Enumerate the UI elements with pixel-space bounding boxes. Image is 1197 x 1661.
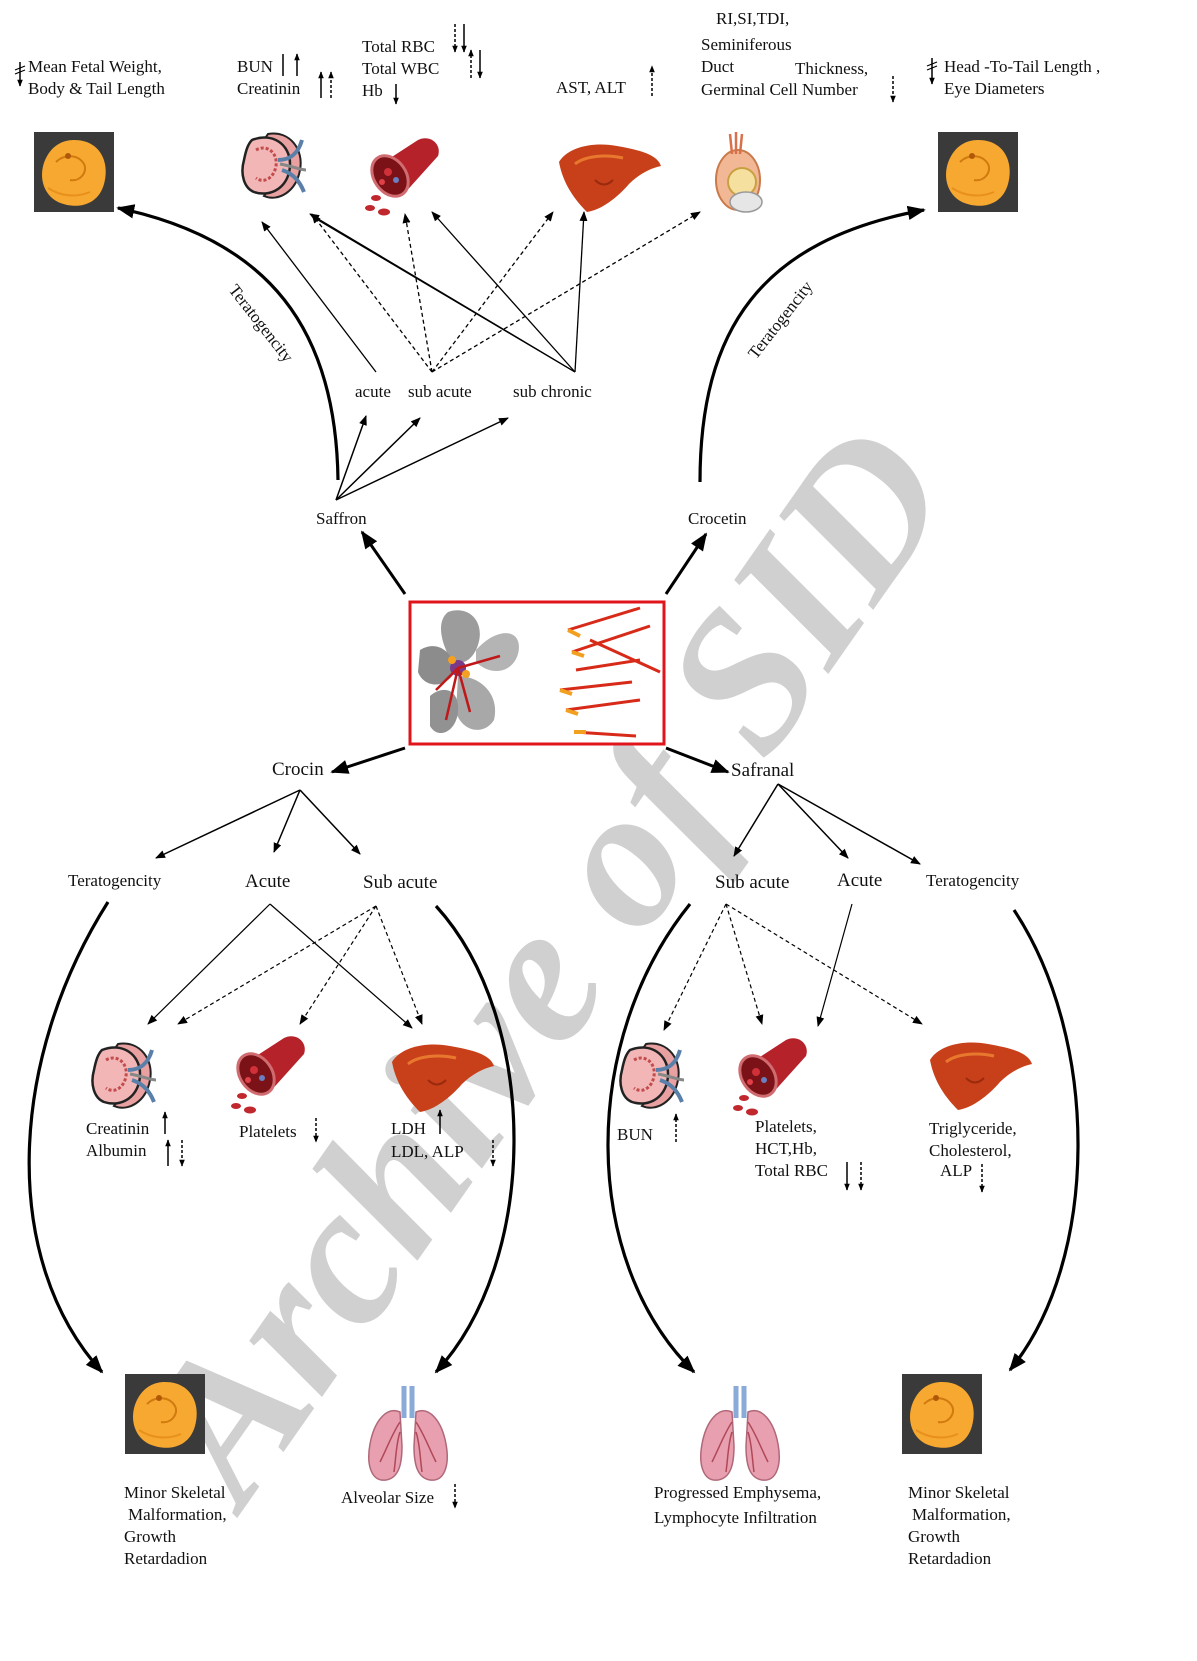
svg-text:LDH: LDH (391, 1119, 426, 1138)
testis-icon (716, 132, 762, 212)
liver-icon (559, 145, 661, 212)
svg-text:LDL, ALP: LDL, ALP (391, 1142, 464, 1161)
svg-text:Platelets,: Platelets, (755, 1117, 817, 1136)
svg-text:Malformation,: Malformation, (912, 1505, 1011, 1524)
svg-text:Thickness,: Thickness, (795, 59, 868, 78)
svg-text:Creatinin: Creatinin (86, 1119, 150, 1138)
crocin-lung-effects: Alveolar Size (341, 1484, 455, 1508)
fetus-icon (34, 132, 114, 212)
svg-text:AST, ALT: AST, ALT (556, 78, 627, 97)
safranal-liver-effects: Triglyceride, Cholesterol, ALP (929, 1119, 1017, 1192)
svg-text:RI,SI,TDI,: RI,SI,TDI, (716, 9, 789, 28)
svg-text:Cholesterol,: Cholesterol, (929, 1141, 1012, 1160)
safranal-teratogenicity-label: Teratogencity (926, 871, 1020, 890)
saffron-acute-arrows (262, 212, 700, 372)
safranal-blood-effects: Platelets, HCT,Hb, Total RBC (755, 1117, 861, 1190)
svg-text:Malformation,: Malformation, (128, 1505, 227, 1524)
lung-icon (369, 1386, 447, 1480)
svg-text:Mean Fetal Weight,: Mean Fetal Weight, (28, 57, 162, 76)
saffron-subchronic-label: sub chronic (513, 382, 592, 401)
fetus-icon (902, 1374, 982, 1454)
svg-text:Triglyceride,: Triglyceride, (929, 1119, 1017, 1138)
crocin-subacute-label: Sub acute (363, 872, 437, 893)
safranal-teratogenicity-arrow (1010, 910, 1078, 1370)
svg-text:Duct: Duct (701, 57, 734, 76)
svg-text:BUN: BUN (617, 1125, 653, 1144)
kidney-icon (620, 1043, 684, 1107)
crocin-kidney-effects: Creatinin Albumin (86, 1112, 182, 1166)
svg-text:Alveolar Size: Alveolar Size (341, 1488, 434, 1507)
svg-text:Growth: Growth (124, 1527, 176, 1546)
crocetin-label: Crocetin (688, 509, 747, 528)
svg-text:Growth: Growth (908, 1527, 960, 1546)
svg-text:Minor Skeletal: Minor Skeletal (908, 1483, 1010, 1502)
svg-text:Germinal Cell Number: Germinal Cell Number (701, 80, 858, 99)
svg-text:Retardadion: Retardadion (124, 1549, 208, 1568)
saffron-kidney-effects: BUN Creatinin (237, 54, 331, 98)
fetus-icon (938, 132, 1018, 212)
svg-text:Creatinin: Creatinin (237, 79, 301, 98)
blood-vessel-icon (230, 1036, 305, 1113)
kidney-icon (92, 1043, 156, 1107)
svg-text:Head -To-Tail Length ,: Head -To-Tail Length , (944, 57, 1100, 76)
fetus-icon (125, 1374, 205, 1454)
svg-text:Progressed Emphysema,: Progressed Emphysema, (654, 1483, 821, 1502)
crocin-fetal-effects: Minor Skeletal Malformation, Growth Reta… (124, 1483, 227, 1568)
lung-icon (701, 1386, 779, 1480)
safranal-kidney-effects: BUN (617, 1114, 676, 1144)
saffron-teratogenicity-arrow (118, 208, 338, 480)
saffron-subacute-label: sub acute (408, 382, 472, 401)
svg-text:Retardadion: Retardadion (908, 1549, 992, 1568)
svg-text:Total RBC: Total RBC (755, 1161, 828, 1180)
saffron-exposure-arrows (336, 416, 508, 500)
svg-text:BUN: BUN (237, 57, 273, 76)
saffron-flower-image (410, 602, 664, 744)
svg-text:Platelets: Platelets (239, 1122, 297, 1141)
svg-text:Minor Skeletal: Minor Skeletal (124, 1483, 226, 1502)
kidney-icon (242, 133, 306, 197)
crocetin-fetal-effects: Head -To-Tail Length , Eye Diameters (927, 57, 1100, 98)
saffron-label: Saffron (316, 509, 367, 528)
svg-text:Seminiferous: Seminiferous (701, 35, 792, 54)
liver-icon (930, 1043, 1032, 1110)
svg-text:Lymphocyte Infiltration: Lymphocyte Infiltration (654, 1508, 817, 1527)
crocin-label: Crocin (272, 759, 324, 780)
safranal-subacute-label: Sub acute (715, 872, 789, 893)
svg-text:HCT,Hb,: HCT,Hb, (755, 1139, 817, 1158)
safranal-fetal-effects: Minor Skeletal Malformation, Growth Reta… (908, 1483, 1011, 1568)
svg-text:Body & Tail Length: Body & Tail Length (28, 79, 165, 98)
saffron-teratogenicity-label: Teratogencity (225, 281, 298, 367)
svg-text:Total RBC: Total RBC (362, 37, 435, 56)
watermark: Archive of SID (92, 389, 993, 1544)
svg-text:Total WBC: Total WBC (362, 59, 439, 78)
safranal-acute-label: Acute (837, 870, 882, 891)
blood-vessel-icon (732, 1038, 807, 1115)
blood-vessel-icon (364, 138, 439, 215)
saffron-blood-effects: Total RBC Total WBC Hb (362, 24, 480, 104)
svg-text:Albumin: Albumin (86, 1141, 147, 1160)
saffron-acute-label: acute (355, 382, 391, 401)
crocin-teratogenicity-label: Teratogencity (68, 871, 162, 890)
saffron-liver-effects: AST, ALT (556, 66, 652, 97)
saffron-fetal-effects: Mean Fetal Weight, Body & Tail Length (15, 57, 165, 98)
safranal-lung-effects: Progressed Emphysema, Lymphocyte Infiltr… (654, 1483, 821, 1527)
saffron-testis-effects: RI,SI,TDI, Seminiferous Duct Thickness, … (701, 9, 893, 102)
safranal-label: Safranal (731, 760, 794, 781)
svg-text:Eye Diameters: Eye Diameters (944, 79, 1045, 98)
crocetin-teratogenicity-label: Teratogencity (744, 277, 817, 363)
crocin-acute-label: Acute (245, 871, 290, 892)
crocin-branch-arrows (156, 790, 360, 858)
svg-text:ALP: ALP (940, 1161, 972, 1180)
svg-text:Hb: Hb (362, 81, 383, 100)
